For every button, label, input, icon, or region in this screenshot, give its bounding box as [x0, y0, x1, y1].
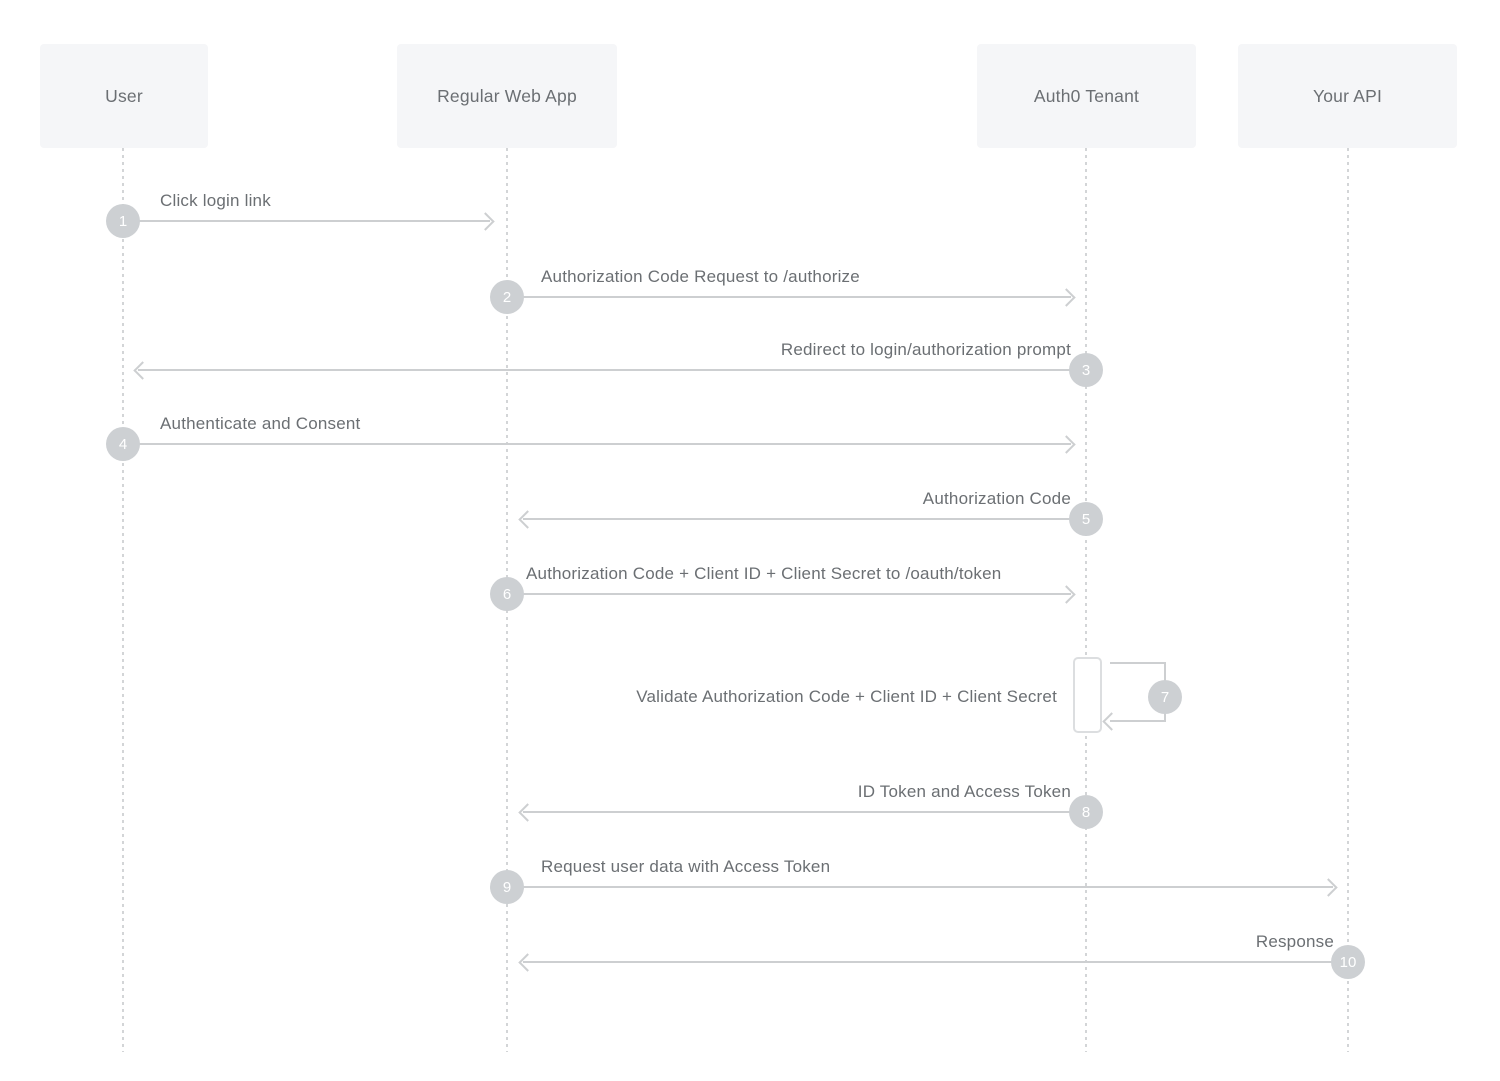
message-7-label: Validate Authorization Code + Client ID …	[636, 687, 1057, 706]
message-8-step-badge: 8	[1069, 795, 1103, 829]
message-5-arrow	[523, 518, 1086, 520]
message-10-step-badge: 10	[1331, 945, 1365, 979]
message-7-step-badge: 7	[1148, 680, 1182, 714]
message-8-arrow	[523, 811, 1086, 813]
message-9-arrow	[507, 886, 1333, 888]
lifeline-your-api	[1347, 148, 1349, 1052]
message-3-step-badge: 3	[1069, 353, 1103, 387]
message-1-arrow	[123, 220, 490, 222]
actor-regular-web-app-label: Regular Web App	[437, 85, 577, 106]
activation-bar	[1073, 657, 1102, 733]
message-2-arrow	[507, 296, 1071, 298]
message-10-label: Response	[1255, 932, 1334, 951]
message-4-arrow	[123, 443, 1071, 445]
message-6-step-badge: 6	[490, 577, 524, 611]
actor-user-label: User	[105, 85, 143, 106]
message-4-step-badge: 4	[106, 427, 140, 461]
message-9-label: Request user data with Access Token	[541, 857, 831, 876]
message-8-label: ID Token and Access Token	[857, 782, 1071, 801]
message-5-label: Authorization Code	[922, 489, 1071, 508]
message-9-step-badge: 9	[490, 870, 524, 904]
message-6-label: Authorization Code + Client ID + Client …	[526, 564, 1002, 583]
actor-user: User	[40, 44, 208, 148]
actor-your-api: Your API	[1238, 44, 1457, 148]
message-3-label: Redirect to login/authorization prompt	[780, 340, 1071, 359]
actor-regular-web-app: Regular Web App	[397, 44, 617, 148]
actor-auth0-tenant: Auth0 Tenant	[977, 44, 1196, 148]
message-6-arrow	[507, 593, 1071, 595]
message-1-label: Click login link	[160, 191, 271, 210]
message-3-arrow	[138, 369, 1086, 371]
actor-your-api-label: Your API	[1312, 85, 1383, 106]
lifeline-user	[122, 148, 124, 1052]
message-2-label: Authorization Code Request to /authorize	[541, 267, 860, 286]
message-5-step-badge: 5	[1069, 502, 1103, 536]
lifeline-auth0-tenant	[1085, 148, 1087, 1052]
actor-auth0-tenant-label: Auth0 Tenant	[1033, 85, 1140, 106]
message-10-arrow	[523, 961, 1348, 963]
message-2-step-badge: 2	[490, 280, 524, 314]
message-4-label: Authenticate and Consent	[160, 414, 361, 433]
message-1-step-badge: 1	[106, 204, 140, 238]
